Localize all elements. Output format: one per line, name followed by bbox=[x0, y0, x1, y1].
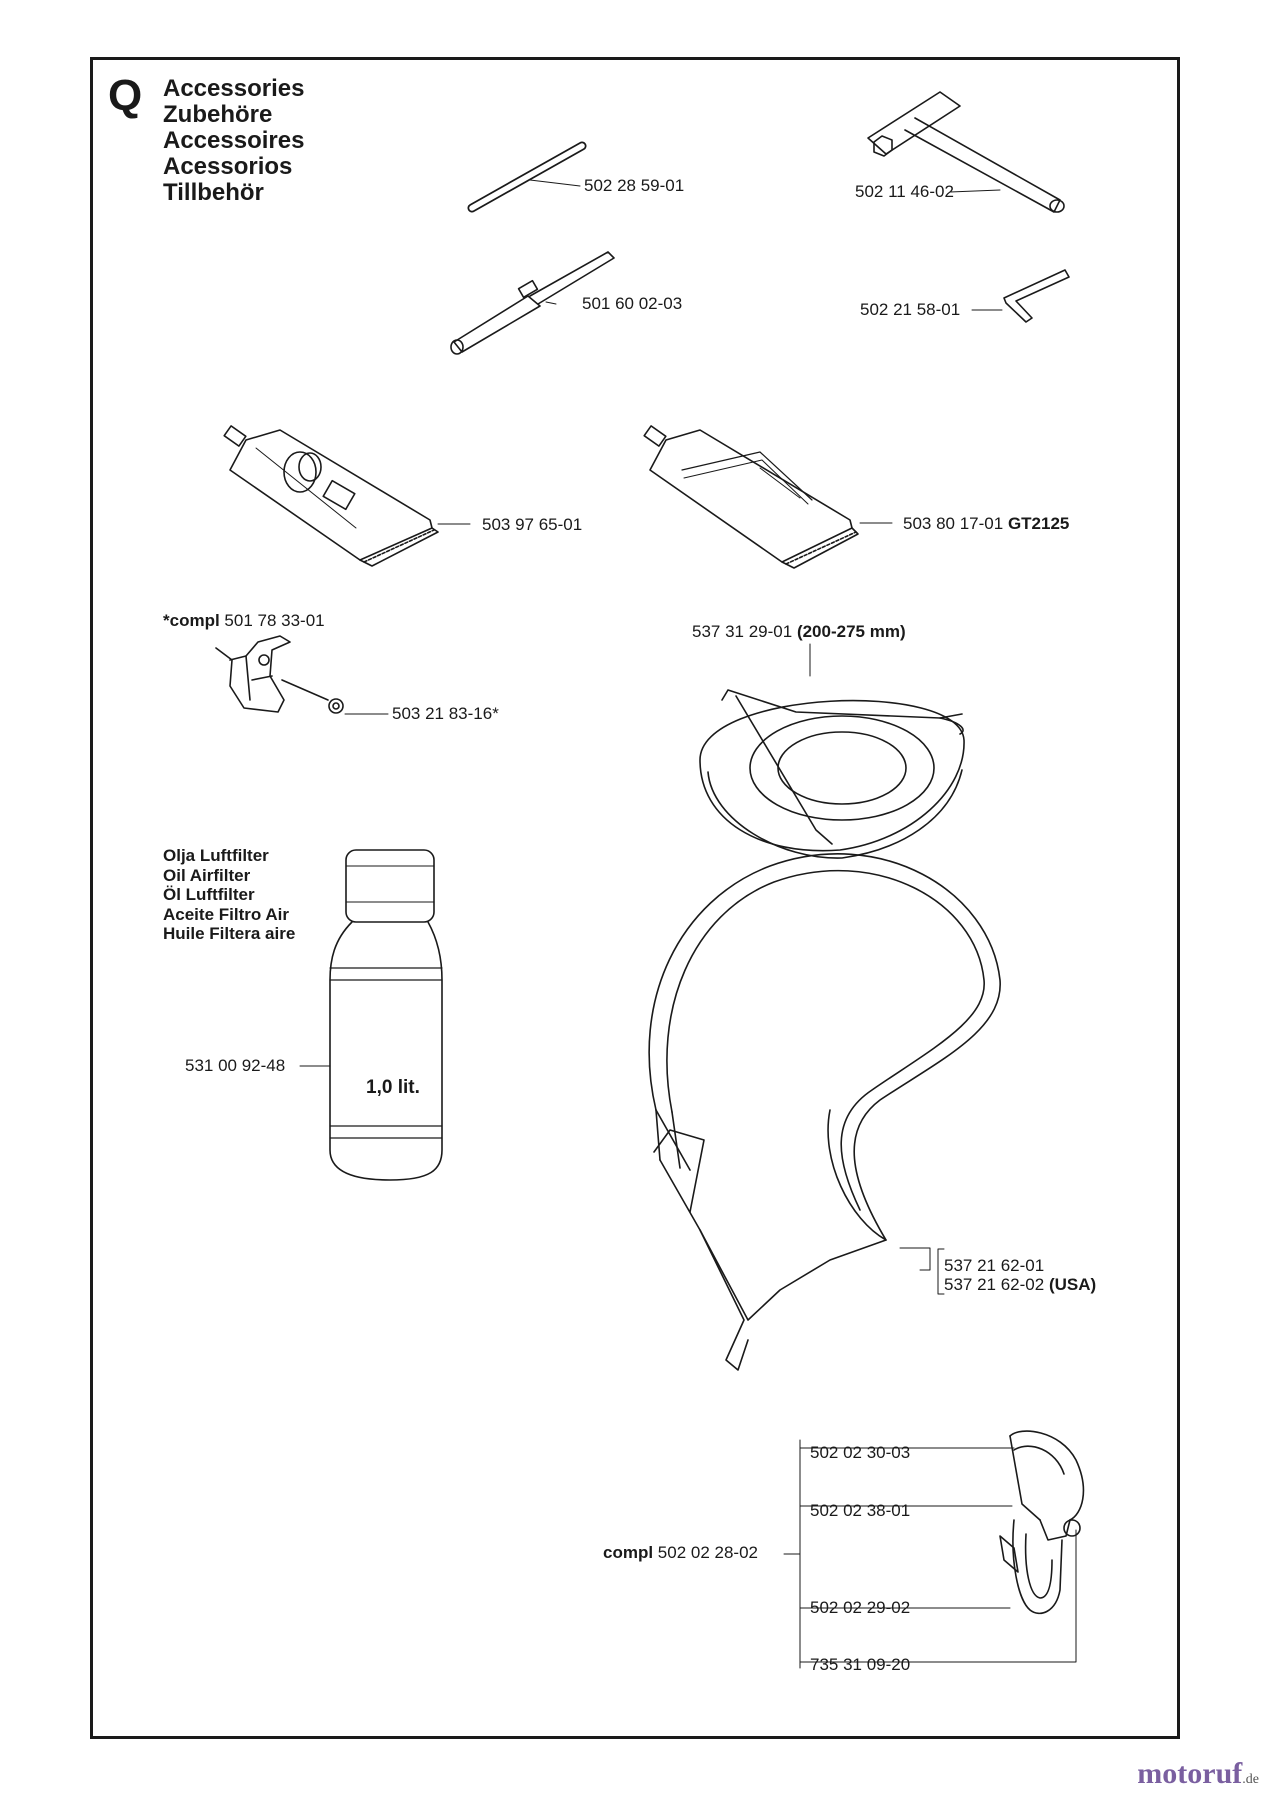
part-label-537-21-62-02: 537 21 62-02 (USA) bbox=[944, 1275, 1096, 1295]
trimmer-guard-illustration bbox=[699, 643, 965, 859]
part-label-502-21-58-01: 502 21 58-01 bbox=[860, 300, 961, 319]
oil-label-es: Aceite Filtro Air bbox=[163, 904, 289, 924]
part-prefix: *compl bbox=[163, 611, 220, 630]
part-label-503-21-83-16: 503 21 83-16* bbox=[392, 704, 499, 723]
part-number: 537 31 29-01 bbox=[692, 622, 793, 641]
bottle-volume-label: 1,0 lit. bbox=[366, 1077, 420, 1098]
part-label-501-60-02-03: 501 60 02-03 bbox=[582, 294, 683, 313]
part-label-502-02-38-01: 502 02 38-01 bbox=[810, 1501, 911, 1520]
part-number: 537 21 62-02 bbox=[944, 1275, 1045, 1294]
part-label-501-78-33-01: *compl 501 78 33-01 bbox=[163, 611, 325, 631]
oil-bottle-illustration bbox=[299, 849, 443, 1181]
handle-bracket-illustration bbox=[799, 1430, 1085, 1663]
footer-brand-logo: motoruf.de bbox=[1137, 1757, 1259, 1791]
title-sv: Tillbehör bbox=[163, 179, 264, 206]
part-label-502-02-30-03: 502 02 30-03 bbox=[810, 1443, 911, 1462]
part-label-537-21-62-01: 537 21 62-01 bbox=[944, 1256, 1045, 1275]
part-number: 502 02 28-02 bbox=[657, 1543, 758, 1562]
section-titles: Accessories Zubehöre Accessoires Acessor… bbox=[163, 76, 304, 206]
part-label-735-31-09-20: 735 31 09-20 bbox=[810, 1655, 911, 1674]
part-label-503-97-65-01: 503 97 65-01 bbox=[482, 515, 583, 534]
oil-label-sv: Olja Luftfilter bbox=[163, 846, 269, 865]
callout-brackets bbox=[783, 1248, 945, 1669]
grease-tube-illustration bbox=[223, 425, 471, 567]
title-es: Acessorios bbox=[163, 153, 293, 180]
oil-label-fr: Huile Filtera aire bbox=[163, 924, 296, 943]
diagram-frame bbox=[90, 57, 1180, 1739]
part-number: 501 78 33-01 bbox=[224, 611, 325, 630]
part-label-502-02-28-02: compl 502 02 28-02 bbox=[603, 1543, 758, 1563]
part-label-502-02-29-02: 502 02 29-02 bbox=[810, 1598, 911, 1617]
punch-tool-illustration bbox=[450, 251, 615, 355]
t-wrench-illustration bbox=[867, 91, 1065, 213]
part-suffix: (200-275 mm) bbox=[796, 622, 906, 641]
hex-key-illustration bbox=[971, 269, 1070, 323]
brand-tld: .de bbox=[1242, 1772, 1259, 1787]
part-suffix: (USA) bbox=[1048, 1275, 1097, 1294]
section-letter: Q bbox=[108, 71, 143, 120]
part-label-503-80-17-01: 503 80 17-01 GT2125 bbox=[903, 514, 1069, 534]
clamp-illustration bbox=[215, 635, 389, 715]
oil-label-de: Öl Luftfilter bbox=[163, 885, 255, 904]
part-suffix: GT2125 bbox=[1007, 514, 1070, 533]
title-de: Zubehöre bbox=[163, 101, 273, 128]
harness-strap-illustration bbox=[648, 853, 1001, 1371]
oil-filter-labels: Olja Luftfilter Oil Airfilter Öl Luftfil… bbox=[163, 846, 295, 944]
part-label-537-31-29-01: 537 31 29-01 (200-275 mm) bbox=[692, 622, 906, 642]
part-label-502-28-59-01: 502 28 59-01 bbox=[584, 176, 685, 195]
oil-label-en: Oil Airfilter bbox=[163, 865, 251, 885]
part-label-531-00-92-48: 531 00 92-48 bbox=[185, 1056, 286, 1075]
part-number: 503 80 17-01 bbox=[903, 514, 1004, 533]
title-en: Accessories bbox=[163, 75, 305, 102]
title-fr: Accessoires bbox=[163, 127, 305, 154]
part-prefix: compl bbox=[603, 1543, 654, 1562]
grease-tube-illustration-2 bbox=[643, 425, 893, 569]
brand-name: motoruf bbox=[1137, 1757, 1243, 1790]
rod-illustration bbox=[467, 141, 587, 213]
part-label-502-11-46-02: 502 11 46-02 bbox=[855, 182, 954, 201]
